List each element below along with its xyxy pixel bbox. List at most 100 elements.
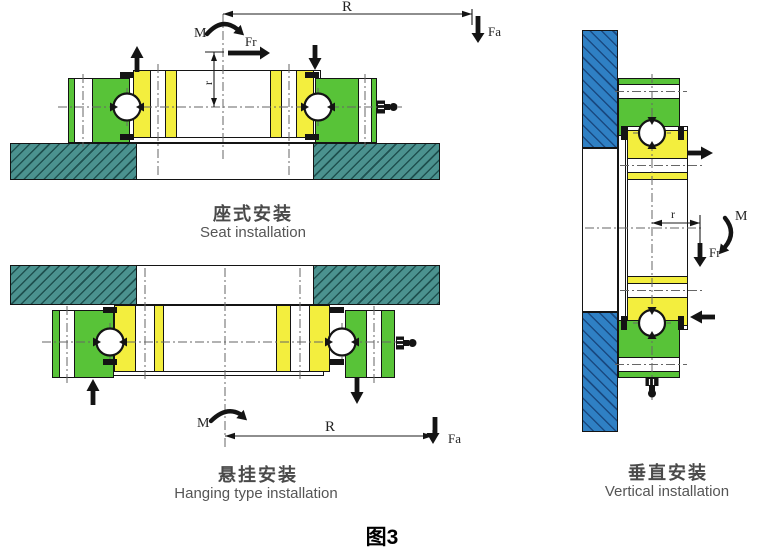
hanging-ball-right-contact-mark-inner — [325, 337, 333, 347]
hanging-moment-arrowhead — [236, 409, 248, 421]
hanging-load-arrow-down-shaft — [354, 378, 360, 393]
seat-race-radius-arrow-up — [211, 53, 217, 61]
hanging-grease-nipple-icon — [396, 336, 417, 350]
hanging-load-radius-arrow-left — [225, 432, 235, 440]
vertical-race-radius-arrow-right — [690, 219, 700, 227]
seat-ball-right-contact-mark-inner — [301, 102, 309, 112]
hanging-load-arrow-down — [350, 378, 364, 404]
vertical-seal-upper-right — [678, 126, 684, 140]
hanging-grease-nipple-head — [408, 339, 417, 347]
vertical-grease-nipple-stem — [649, 386, 655, 391]
seat-grease-nipple-icon — [377, 100, 398, 114]
vertical-race-radius-dimension — [652, 215, 701, 243]
hanging-balls — [93, 307, 359, 365]
vertical-radial-force-arrow — [693, 243, 707, 267]
vertical-balls — [621, 117, 684, 339]
seat-load-arrow-down-head — [308, 58, 322, 70]
seat-radial-force-arrow — [228, 46, 270, 60]
vertical-seal-lower-left — [621, 316, 627, 330]
hanging-moment-arrow — [208, 409, 248, 424]
seat-title-zh: 座式安装 — [213, 204, 293, 224]
seat-moment-label: M — [194, 26, 207, 41]
seat-axial-force-shaft — [475, 16, 481, 34]
vertical-race-radius-label: r — [671, 207, 675, 221]
hanging-axial-force-shaft — [432, 417, 438, 434]
hanging-centerlines — [42, 268, 402, 447]
vertical-title-zh: 垂直安装 — [628, 463, 708, 483]
seat-seal-bottom-right — [305, 134, 319, 140]
vertical-grease-nipple-head — [648, 389, 656, 398]
seat-grease-nipple-base — [377, 100, 385, 114]
hanging-moment-label: M — [197, 416, 210, 431]
vertical-seal-upper-left — [621, 126, 627, 140]
seat-load-radius-dimension — [223, 9, 473, 25]
vertical-load-arrow-left — [690, 310, 715, 324]
hanging-grease-nipple-stem — [404, 340, 409, 346]
hanging-axial-force-head — [426, 433, 440, 444]
vertical-radial-force-shaft — [697, 243, 703, 258]
seat-race-radius-arrow-down — [211, 98, 217, 106]
seat-axial-force-label: Fa — [488, 24, 501, 39]
seat-load-radius-arrow-right — [462, 10, 472, 18]
seat-balls — [110, 72, 335, 140]
seat-title-en: Seat installation — [200, 224, 306, 241]
vertical-load-arrow-right-shaft — [688, 150, 702, 156]
seat-ball-left-contact-mark-outer — [110, 102, 118, 112]
seat-grease-nipple-stem — [385, 104, 390, 110]
hanging-load-arrow-up — [86, 379, 100, 405]
seat-moment-arrow — [204, 21, 245, 37]
hanging-seal-top-left — [103, 307, 117, 313]
hanging-load-arrow-up-head — [86, 379, 100, 391]
seat-seal-top-right — [305, 72, 319, 78]
vertical-moment-arrow — [718, 215, 734, 255]
seat-load-arrow-up-shaft — [134, 57, 140, 72]
hanging-axial-force-label: Fa — [448, 431, 461, 446]
seat-centerlines — [58, 14, 402, 176]
hanging-seal-top-right — [330, 307, 344, 313]
seat-radial-force-shaft — [228, 50, 260, 56]
vertical-load-arrow-right-head — [701, 146, 713, 160]
vertical-title-en: Vertical installation — [604, 483, 730, 500]
seat-seal-top-left — [120, 72, 134, 78]
vertical-grease-nipple-base — [645, 378, 659, 386]
seat-race-radius-dimension — [205, 51, 224, 107]
vertical-ball-lower-contact-mark-bottom — [647, 331, 657, 339]
seat-ball-left-contact-mark-inner — [136, 102, 144, 112]
vertical-race-radius-arrow-left — [652, 219, 662, 227]
vertical-wall-opening — [582, 148, 618, 312]
seat-race-radius-label: r — [201, 81, 215, 85]
hanging-axial-force-arrow — [426, 417, 440, 444]
hanging-title-en: Hanging type installation — [174, 485, 338, 502]
hanging-moment-arc — [208, 409, 243, 424]
seat-seal-bottom-left — [120, 134, 134, 140]
seat-radial-force-head — [260, 46, 270, 60]
seat-load-arrow-down — [308, 45, 322, 70]
vertical-grease-nipple-icon — [645, 378, 659, 398]
vertical-wall-upper — [582, 30, 618, 148]
vertical-moment-label: M — [735, 209, 748, 224]
seat-ball-right-contact-mark-outer — [327, 102, 335, 112]
seat-moment-arc — [204, 21, 240, 37]
seat-load-radius-label: R — [342, 0, 352, 15]
hanging-load-radius-arrow-right — [423, 432, 433, 440]
figure-caption: 图3 — [365, 526, 399, 549]
seat-foundation-opening — [136, 143, 314, 180]
vertical-load-arrow-right — [688, 146, 713, 160]
seat-axial-force-head — [471, 33, 485, 43]
hanging-title-zh: 悬挂安装 — [218, 465, 298, 485]
vertical-wall-lower — [582, 312, 618, 432]
vertical-ball-lower-contact-mark-top — [647, 307, 657, 315]
hanging-ball-right-contact-mark-outer — [351, 337, 359, 347]
hanging-load-arrow-down-head — [350, 392, 364, 404]
seat-grease-nipple-head — [389, 103, 398, 111]
vertical-load-arrow-left-head — [690, 310, 702, 324]
seat-moment-arrowhead — [233, 24, 245, 36]
hanging-grease-nipple-base — [396, 336, 404, 350]
hanging-seal-bottom-right — [330, 359, 344, 365]
hanging-load-arrow-up-shaft — [90, 390, 96, 405]
vertical-moment-arc — [722, 215, 734, 250]
